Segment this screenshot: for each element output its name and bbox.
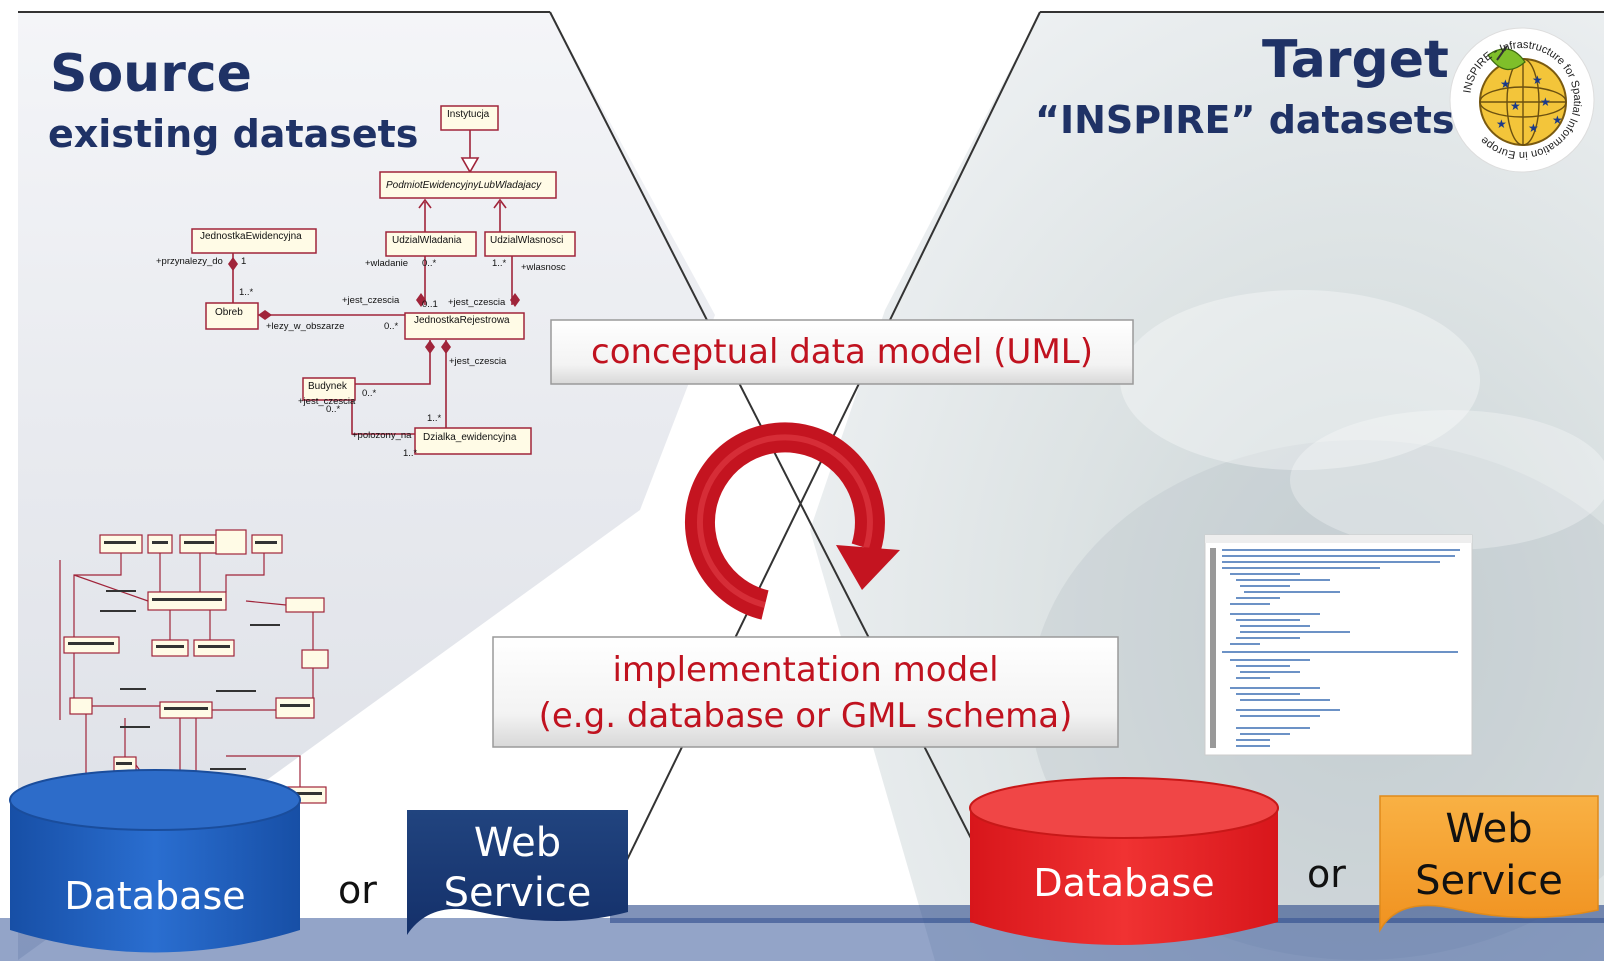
uml-multiplicity: 1..* [239,287,254,298]
inspire-logo: ★★ ★★ ★★ ★ INSPIRE - Infrastructure for … [1449,27,1595,173]
svg-text:★: ★ [1532,73,1543,87]
target-subtitle: “INSPIRE” datasets [1035,98,1455,142]
target-or-label: or [1307,852,1346,896]
implementation-model-label-line1: implementation model [612,650,999,690]
uml-multiplicity: 0..* [362,388,377,399]
gml-schema-screenshot [1204,534,1473,756]
detailed-uml-text-placeholders [66,541,322,822]
uml-multiplicity: 1..* [403,448,418,459]
uml-multiplicity: 0..* [384,321,399,332]
uml-class-box [302,377,356,401]
uml-class-name: Instytucja [447,109,490,120]
uml-class-box [379,171,557,199]
uml-class-name: Budynek [308,381,348,392]
uml-role-label: +lezy_w_obszarze [266,321,344,332]
cloud-shape [1290,410,1604,550]
uml-role-label: +wlasnosc [521,262,566,273]
uml-multiplicity: 1 [241,256,246,267]
uml-role-label: +jest_czescia [342,295,400,306]
uml-aggregation-diamonds [228,257,520,354]
uml-class-name: JednostkaEwidencyjna [200,231,302,242]
uml-class-box [484,231,576,257]
uml-role-label: +jest_czescia [449,356,507,367]
uml-classes [191,105,576,455]
target-webservice-label-line2: Service [1415,858,1563,904]
diagonal-line-left [549,11,1006,906]
source-or-label: or [338,868,377,912]
svg-text:★: ★ [1528,121,1539,135]
conceptual-model-box [550,319,1134,385]
uml-role-labels: +przynalezy_do 1 1..* +wladanie 0..* 1..… [156,256,566,459]
source-webservice-label-line1: Web [473,820,562,866]
target-webservice-label-line1: Web [1445,806,1533,852]
uml-multiplicity: 0..* [422,258,437,269]
source-subtitle: existing datasets [48,112,419,156]
source-database-cylinder [9,769,301,953]
uml-role-label: +jest_czescia [298,396,356,407]
uml-role-label: +jest_czescia [448,297,506,308]
uml-class-name: PodmiotEwidencyjnyLubWladajacy [386,180,542,191]
uml-role-label: +wladanie [365,258,408,269]
source-webservice-shape [407,810,628,935]
target-database-cylinder [969,777,1279,945]
uml-class-name: Dzialka_ewidencyjna [423,432,517,443]
target-title: Target [1262,30,1449,90]
cloud-shape [1120,290,1480,470]
uml-multiplicity: 1..* [492,258,507,269]
uml-class-names: Instytucja PodmiotEwidencyjnyLubWladajac… [200,109,563,443]
svg-text:★: ★ [1540,95,1551,109]
uml-class-box [205,302,259,330]
svg-text:★: ★ [1552,113,1563,127]
svg-text:★: ★ [1496,117,1507,131]
source-database-label: Database [64,874,246,918]
uml-class-box [404,312,525,340]
uml-class-name: UdzialWladania [392,235,462,246]
uml-multiplicity: 0..1 [422,299,438,310]
uml-class-box [191,228,317,254]
gml-line-numbers [1210,548,1216,748]
target-database-label: Database [1033,861,1215,905]
implementation-model-label-line2: (e.g. database or GML schema) [538,696,1073,736]
uml-class-name: UdzialWlasnosci [490,235,563,246]
source-title: Source [50,44,252,104]
implementation-model-box [492,636,1119,748]
source-webservice-label-line2: Service [443,870,592,916]
uml-associations [232,130,513,435]
uml-class-name: JednostkaRejestrowa [414,315,510,326]
uml-class-box [414,427,532,455]
gml-code-lines [1222,549,1460,747]
svg-text:★: ★ [1510,99,1521,113]
uml-class-box [385,231,477,257]
uml-class-name: Obreb [215,307,243,318]
uml-multiplicity: 0..* [326,404,341,415]
uml-multiplicity: 1..* [427,413,442,424]
target-webservice-shape [1379,795,1599,933]
uml-role-label: +polozony_na [352,430,412,441]
conceptual-model-label: conceptual data model (UML) [591,332,1093,372]
uml-role-label: +przynalezy_do [156,256,223,267]
uml-class-box [440,105,499,131]
svg-text:★: ★ [1500,77,1511,91]
cycle-arrow [684,422,900,620]
